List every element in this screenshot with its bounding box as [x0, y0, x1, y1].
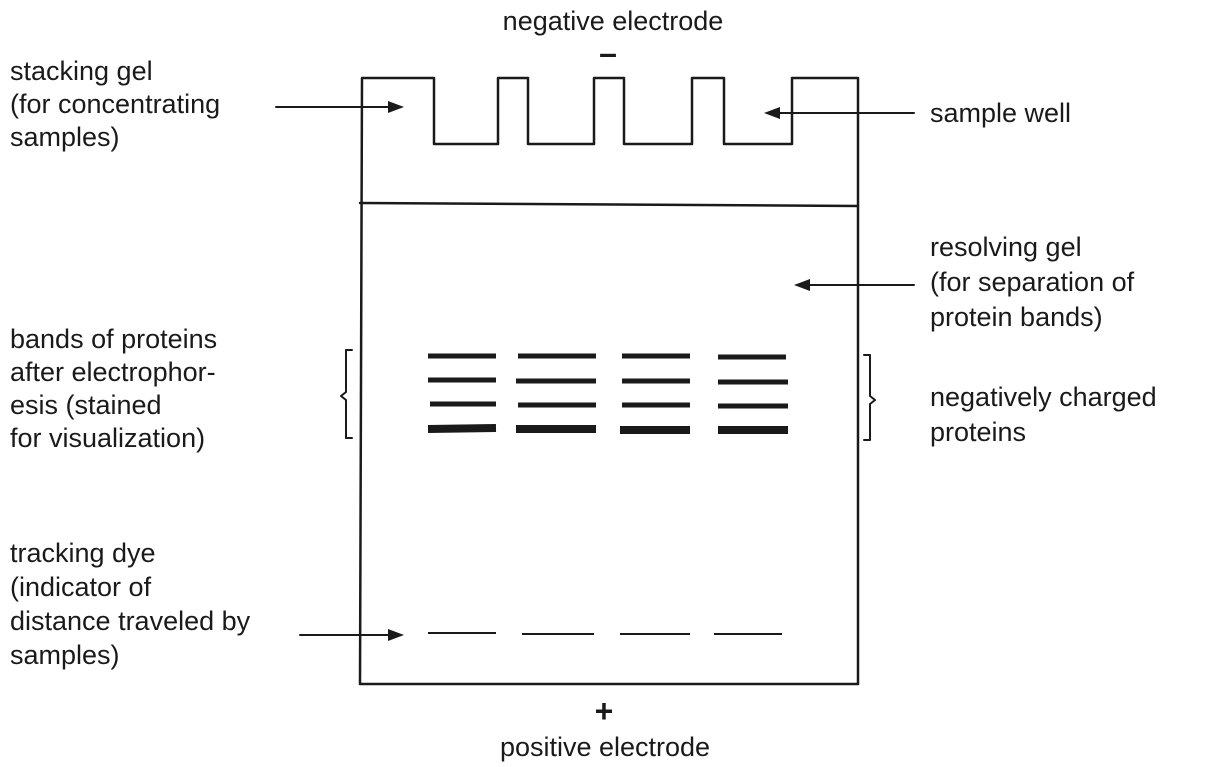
gel-boundary-line [358, 201, 860, 208]
resolving-gel-label: resolving gel (for separation of protein… [930, 232, 1142, 332]
negative-electrode-symbol: – [599, 35, 617, 71]
tracking-dye-line-3: distance traveled by [10, 606, 251, 636]
tracking-dye-label: tracking dye (indicator of distance trav… [10, 538, 258, 670]
protein-bands-label: bands of proteins after electrophor- esi… [10, 324, 225, 453]
resolving-gel-arrow [794, 279, 915, 291]
protein-bands-line-1: bands of proteins [10, 324, 217, 354]
protein-bands [427, 353, 788, 434]
stacking-gel-label: stacking gel (for concentrating samples) [10, 56, 228, 152]
negative-electrode-label: negative electrode [503, 6, 724, 36]
left-bracket [340, 349, 353, 439]
negatively-charged-label: negatively charged proteins [930, 382, 1164, 447]
tracking-dye-line-2: (indicator of [10, 572, 152, 602]
sample-well-label: sample well [930, 98, 1071, 128]
protein-bands-line-3: esis (stained [10, 390, 162, 420]
tracking-dye-line-1: tracking dye [10, 538, 156, 568]
tracking-dye-line-4: samples) [10, 640, 120, 670]
positive-electrode-symbol: + [595, 693, 614, 729]
gel-outline [358, 76, 860, 686]
stacking-gel-line-3: samples) [10, 122, 120, 152]
resolving-gel-line-3: protein bands) [930, 302, 1103, 332]
sample-well-arrow [764, 107, 915, 119]
resolving-gel-line-2: (for separation of [930, 267, 1135, 297]
protein-bands-line-4: for visualization) [10, 423, 205, 453]
positive-electrode-label: positive electrode [500, 732, 710, 762]
stacking-gel-arrow [275, 101, 404, 113]
stacking-gel-line-2: (for concentrating [10, 89, 220, 119]
negatively-charged-line-1: negatively charged [930, 382, 1157, 412]
stacking-gel-line-1: stacking gel [10, 56, 153, 86]
resolving-gel-line-1: resolving gel [930, 232, 1082, 262]
tracking-dye-line [428, 632, 782, 635]
protein-bands-line-2: after electrophor- [10, 357, 216, 387]
band [427, 424, 497, 433]
tracking-dye-arrow [299, 629, 404, 641]
negatively-charged-line-2: proteins [930, 417, 1026, 447]
right-bracket [863, 354, 876, 441]
